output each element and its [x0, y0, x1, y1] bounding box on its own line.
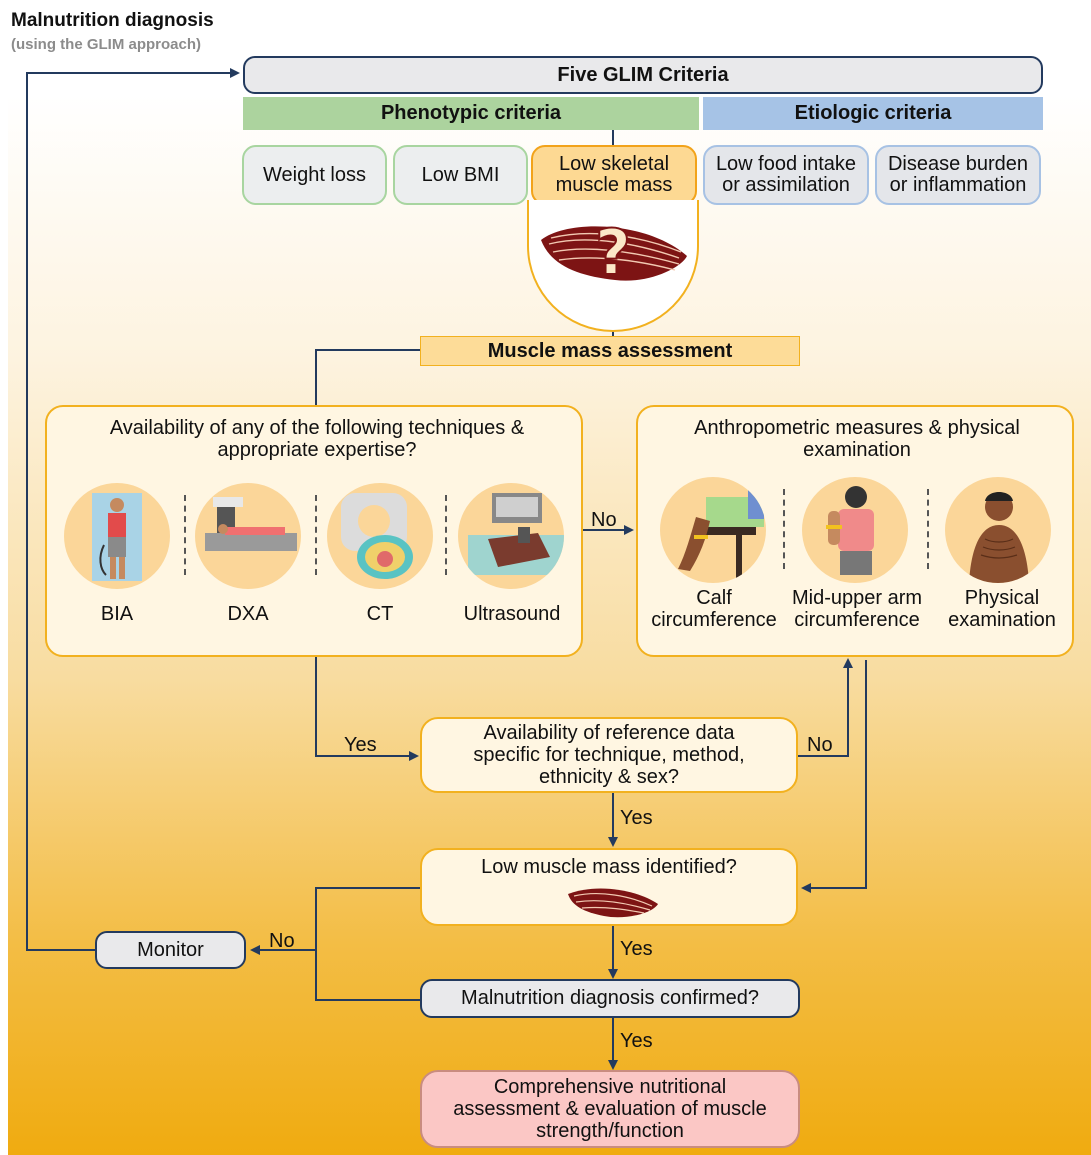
- low-muscle-question: Low muscle mass identified?: [420, 848, 798, 926]
- separator: [315, 495, 317, 575]
- diagram-title: Malnutrition diagnosis: [11, 10, 214, 31]
- no-to-monitor-line: [315, 887, 420, 1001]
- techniques-yes-arrow: [315, 657, 419, 761]
- muscle-question-icon: ?: [541, 215, 687, 290]
- no-label-techniques: No: [591, 509, 617, 531]
- separator: [184, 495, 186, 575]
- separator: [783, 489, 785, 569]
- calf-circumference-illustration: [660, 477, 766, 583]
- dxa-label: DXA: [227, 603, 269, 625]
- loop-back-arrow: [26, 68, 240, 951]
- low-skeletal-muscle-mass-box: Low skeletal muscle mass: [531, 145, 697, 205]
- low-food-intake-box: Low food intake or assimilation: [703, 145, 869, 205]
- low-bmi-box: Low BMI: [393, 145, 528, 205]
- muscle-question-circle: ?: [527, 200, 699, 332]
- yes-label-diagnosis: Yes: [620, 1030, 653, 1052]
- reference-no-arrow: [798, 658, 853, 757]
- monitor-box: Monitor: [95, 931, 246, 969]
- physical-examination-illustration: [945, 477, 1051, 583]
- weight-loss-box: Weight loss: [242, 145, 387, 205]
- etiologic-criteria-band: Etiologic criteria: [703, 97, 1043, 130]
- yes-label-techniques: Yes: [344, 734, 377, 756]
- reference-data-text: Availability of reference data specific …: [473, 722, 745, 788]
- physical-examination-label: Physical examination: [948, 587, 1056, 631]
- mid-upper-arm-illustration: [802, 477, 908, 583]
- no-label-monitor: No: [269, 930, 295, 952]
- muscle-mass-assessment-box: Muscle mass assessment: [420, 336, 800, 366]
- techniques-panel: Availability of any of the following tec…: [45, 405, 583, 657]
- dxa-illustration: [195, 483, 301, 589]
- diagram-subtitle: (using the GLIM approach): [11, 36, 201, 53]
- bia-label: BIA: [100, 603, 134, 625]
- five-glim-criteria-header: Five GLIM Criteria: [243, 56, 1043, 94]
- anthropometric-panel: Anthropometric measures & physical exami…: [636, 405, 1074, 657]
- techniques-question: Availability of any of the following tec…: [109, 417, 525, 461]
- ct-label: CT: [366, 603, 394, 625]
- reference-data-question: Availability of reference data specific …: [420, 717, 798, 793]
- bia-illustration: [64, 483, 170, 589]
- low-muscle-text: Low muscle mass identified?: [481, 856, 737, 878]
- ultrasound-label: Ultrasound: [463, 603, 561, 625]
- comprehensive-assessment-box: Comprehensive nutritional assessment & e…: [420, 1070, 800, 1148]
- disease-burden-box: Disease burden or inflammation: [875, 145, 1041, 205]
- separator: [927, 489, 929, 569]
- yes-label-reference: Yes: [620, 807, 653, 829]
- muscle-icon: [568, 888, 658, 918]
- ct-illustration: [327, 483, 433, 589]
- comprehensive-assessment-text: Comprehensive nutritional assessment & e…: [453, 1076, 767, 1142]
- anthropometric-title: Anthropometric measures & physical exami…: [694, 417, 1020, 461]
- svg-text:?: ?: [595, 216, 631, 289]
- calf-circumference-label: Calf circumference: [651, 587, 777, 631]
- mid-upper-arm-label: Mid-upper arm circumference: [791, 587, 923, 631]
- phenotypic-criteria-band: Phenotypic criteria: [243, 97, 699, 130]
- ultrasound-illustration: [458, 483, 564, 589]
- assessment-branch: [315, 349, 420, 405]
- yes-label-low-muscle: Yes: [620, 938, 653, 960]
- diagnosis-confirmed-box: Malnutrition diagnosis confirmed?: [420, 979, 800, 1018]
- separator: [445, 495, 447, 575]
- anthro-to-lowmuscle-arrow: [801, 660, 867, 893]
- no-label-reference: No: [807, 734, 833, 756]
